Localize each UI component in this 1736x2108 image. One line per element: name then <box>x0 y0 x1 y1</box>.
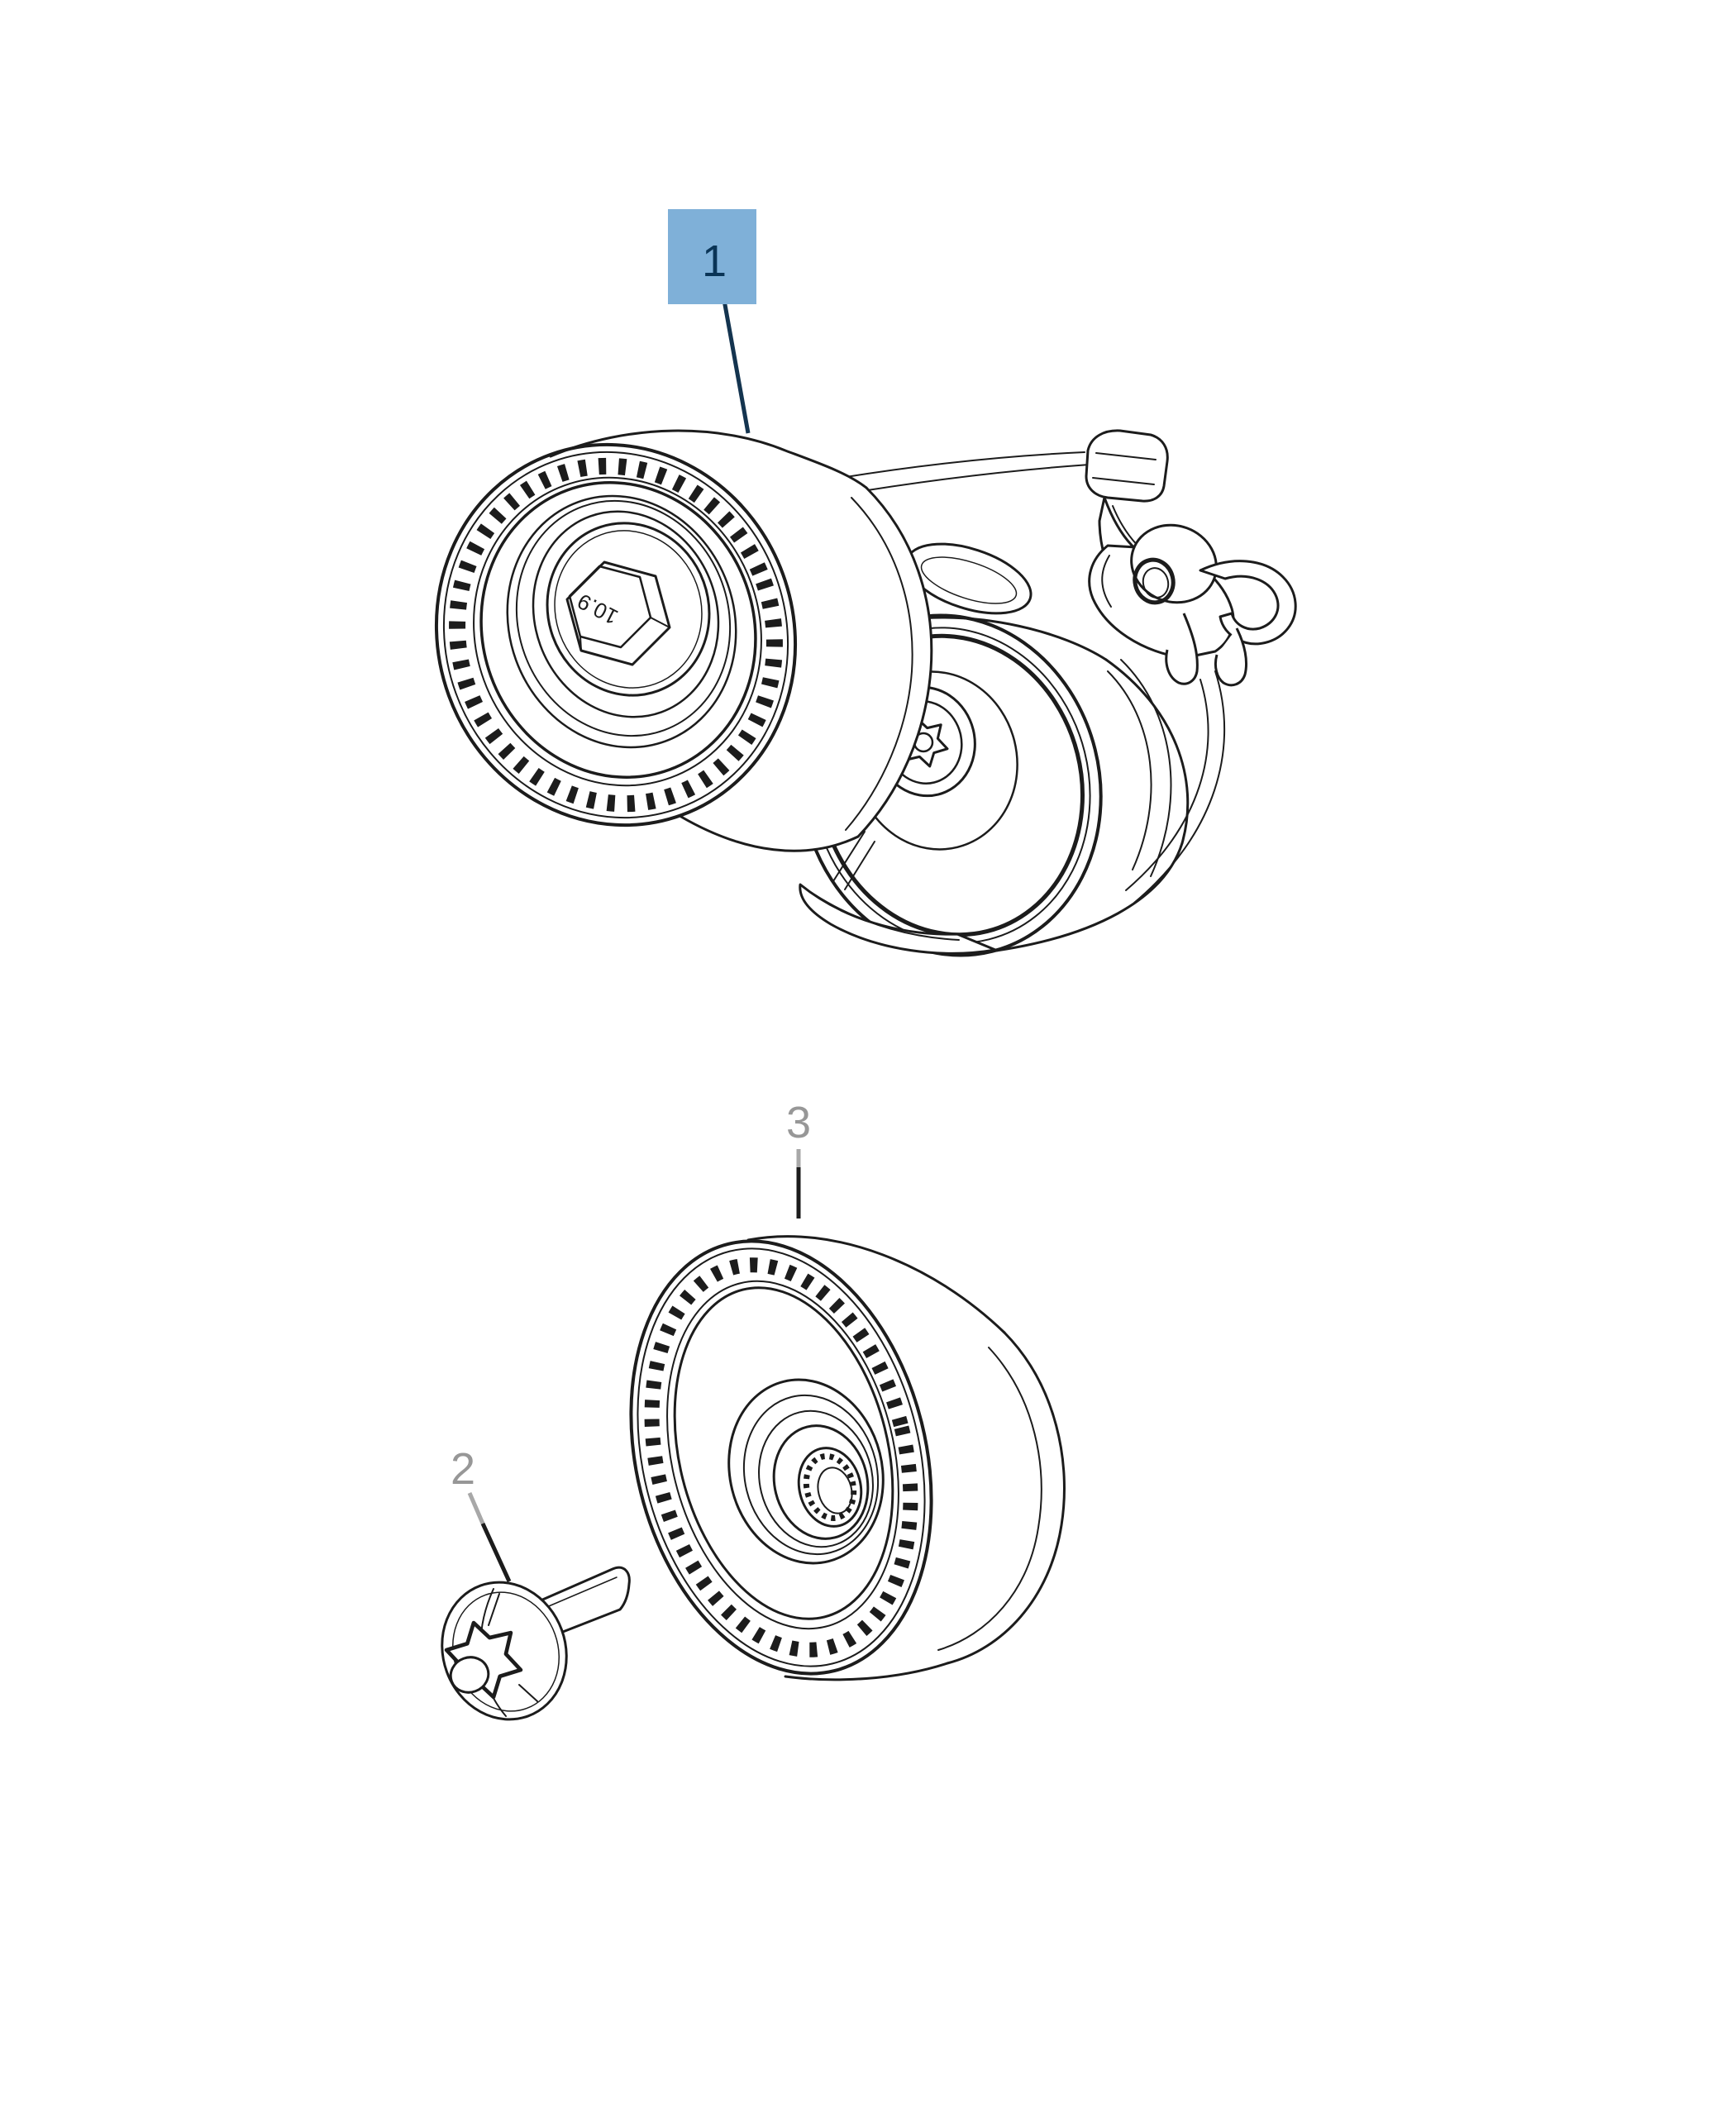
callout-2[interactable]: 2 <box>451 1444 512 1583</box>
callout-1[interactable]: 1 <box>668 209 756 434</box>
tensioner-pulley: 10.9 <box>434 429 933 852</box>
tensioner-arm <box>799 883 997 955</box>
bracket-clip-tab <box>1085 429 1169 503</box>
callout-3[interactable]: 3 <box>786 1098 811 1219</box>
callout-1-highlight-box[interactable] <box>668 209 756 304</box>
callout-1-number[interactable]: 1 <box>702 236 727 286</box>
callout-1-leader <box>720 290 751 434</box>
tensioner-assembly-drawing[interactable]: 10.9 <box>384 393 1297 987</box>
bracket-boss-hole <box>1133 557 1176 605</box>
callout-2-leader-gray <box>467 1492 485 1524</box>
bearing-serration-band <box>449 457 783 813</box>
callout-3-number[interactable]: 3 <box>786 1098 811 1147</box>
callout-2-number[interactable]: 2 <box>451 1444 475 1494</box>
bracket-hook-tab <box>1199 560 1297 646</box>
mounting-bolt-drawing[interactable] <box>423 1565 631 1737</box>
tensioner-mounting-bracket <box>785 429 1297 687</box>
bearing-serration-band <box>644 1257 918 1657</box>
callout-2-leader-dark <box>480 1522 512 1583</box>
spline-bore <box>803 1453 857 1521</box>
idler-pulley-hub <box>727 1378 885 1565</box>
idler-pulley-drawing[interactable] <box>588 1209 1066 1706</box>
pulley-hex-bolt: 10.9 <box>565 560 671 666</box>
